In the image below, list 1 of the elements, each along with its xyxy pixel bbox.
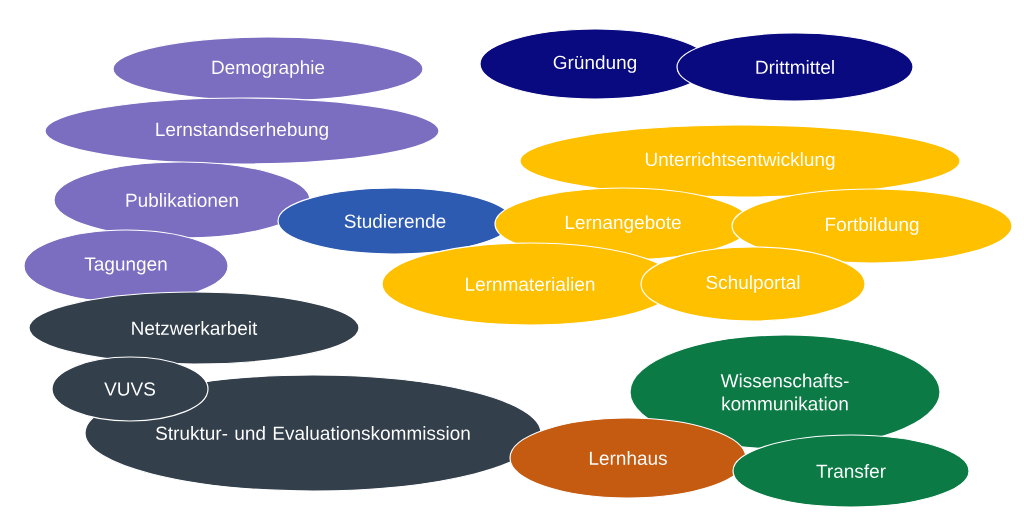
node-label: Fortbildung: [826, 217, 919, 235]
